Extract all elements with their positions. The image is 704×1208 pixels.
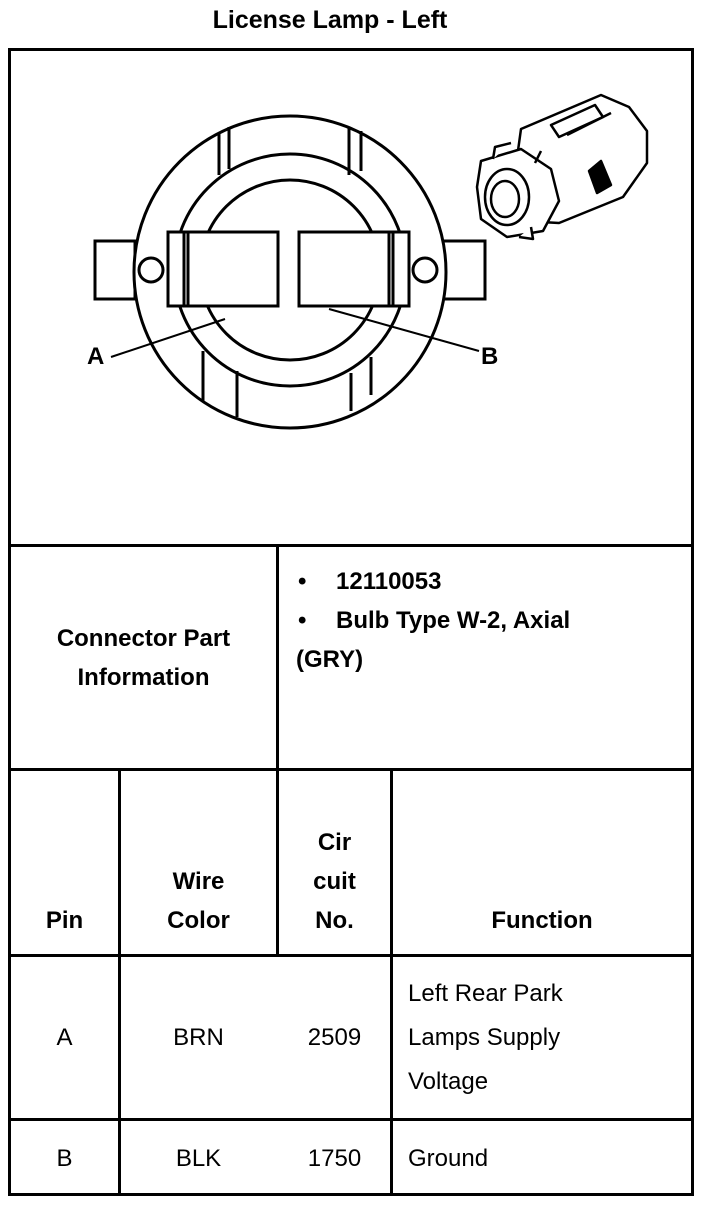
cell-pin: B bbox=[11, 1121, 118, 1196]
header-function-text: Function bbox=[491, 907, 593, 934]
cell-circuit: 1750 bbox=[279, 1121, 390, 1196]
cell-function-line2: Lamps Supply bbox=[408, 1023, 561, 1051]
cell-wire-color: BLK bbox=[121, 1121, 276, 1196]
divider-line bbox=[8, 1118, 694, 1121]
header-circuit-line1: Cir bbox=[317, 829, 352, 856]
divider-line bbox=[118, 768, 121, 1196]
cell-wire-color-text: BLK bbox=[175, 1144, 222, 1172]
connector-face-drawing bbox=[93, 114, 487, 430]
cell-pin-text: B bbox=[56, 1144, 73, 1172]
header-circuit-line2: cuit bbox=[313, 868, 356, 895]
header-circuit: Cir cuit No. bbox=[279, 771, 390, 954]
header-wire-color-line1: Wire bbox=[172, 868, 225, 895]
connector-side-view-drawing bbox=[475, 93, 649, 241]
pin-a-label: A bbox=[87, 343, 105, 370]
bullet-icon: • bbox=[298, 568, 307, 595]
list-item: • 12110053 bbox=[296, 562, 686, 601]
divider-line bbox=[8, 768, 694, 771]
connector-color: (GRY) bbox=[296, 646, 364, 673]
header-pin-text: Pin bbox=[45, 907, 84, 934]
header-wire-color: Wire Color bbox=[121, 771, 276, 954]
pin-b-label: B bbox=[481, 343, 499, 370]
part-number: 12110053 bbox=[336, 568, 442, 595]
divider-line bbox=[8, 544, 694, 547]
cell-function-line1: Left Rear Park bbox=[408, 979, 563, 1007]
page-title: License Lamp - Left bbox=[212, 6, 448, 34]
header-circuit-line3: No. bbox=[315, 907, 354, 934]
connector-table-frame bbox=[8, 48, 694, 1196]
connector-info-label-line1: Connector Part bbox=[56, 624, 231, 652]
bulb-type: Bulb Type W-2, Axial bbox=[336, 607, 571, 634]
cell-function-line1: Ground bbox=[408, 1144, 489, 1172]
list-item: • Bulb Type W-2, Axial bbox=[296, 601, 686, 640]
connector-info-label: Connector Part Information bbox=[11, 547, 276, 768]
header-pin: Pin bbox=[11, 771, 118, 954]
header-function: Function bbox=[393, 771, 691, 954]
connector-info-label-line2: Information bbox=[77, 663, 210, 691]
divider-line bbox=[390, 768, 393, 1196]
cell-pin: A bbox=[11, 957, 118, 1118]
cell-circuit-text: 1750 bbox=[307, 1144, 362, 1172]
cell-circuit-text: 2509 bbox=[307, 1023, 362, 1051]
cell-wire-color-text: BRN bbox=[173, 1023, 224, 1051]
divider-line bbox=[276, 544, 279, 954]
cell-circuit: 2509 bbox=[279, 957, 390, 1118]
cell-function: Left Rear Park Lamps Supply Voltage bbox=[393, 957, 691, 1118]
cell-wire-color: BRN bbox=[121, 957, 276, 1118]
bullet-icon: • bbox=[298, 607, 307, 634]
connector-diagram: A B bbox=[11, 51, 691, 545]
cell-pin-text: A bbox=[56, 1023, 73, 1051]
connector-info-list: • 12110053 • Bulb Type W-2, Axial (GRY) bbox=[296, 562, 686, 679]
header-wire-color-line2: Color bbox=[167, 907, 230, 934]
cell-function-line3: Voltage bbox=[408, 1067, 489, 1095]
cell-function: Ground bbox=[393, 1121, 691, 1196]
divider-line bbox=[8, 954, 694, 957]
